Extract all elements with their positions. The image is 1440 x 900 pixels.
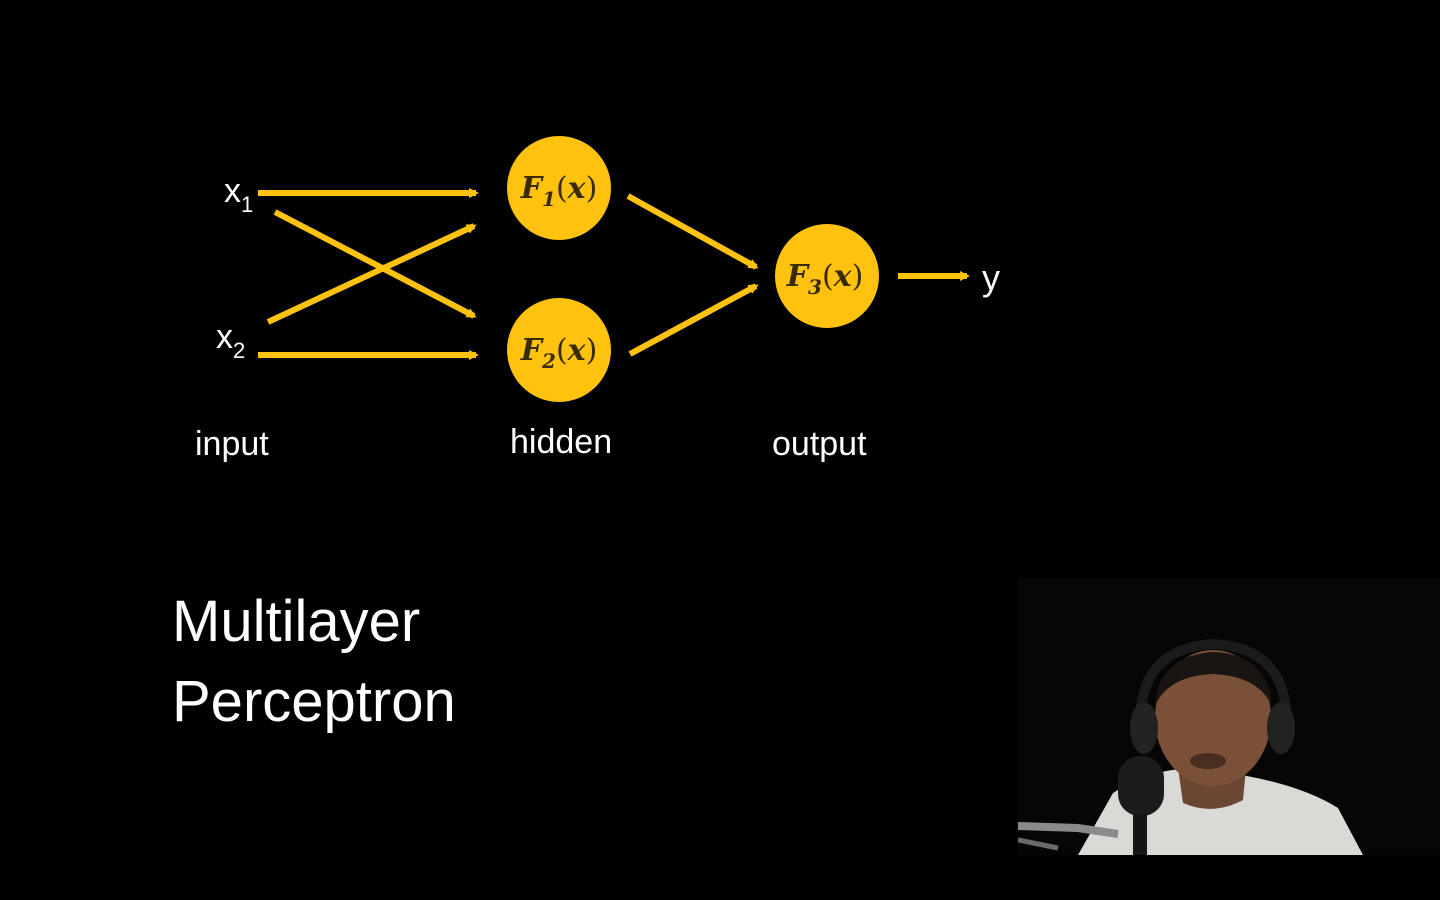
layer-label-output: output [772, 425, 867, 463]
slide-title: Multilayer Perceptron [172, 582, 592, 742]
arrow-x2-to-f1 [266, 223, 477, 325]
input-x1-label: x1 [224, 172, 253, 217]
layer-label-hidden: hidden [510, 423, 612, 461]
title-line-2: Perceptron [172, 669, 456, 734]
arrow-f1-to-f3 [626, 193, 759, 270]
svg-text:F2(x): F2(x) [520, 333, 598, 373]
input-x2-label: x2 [216, 318, 245, 363]
hidden-node-f2: F2(x) [507, 298, 611, 402]
mlp-diagram: x1 x2 F1(x) F2(x) F3(x) y [195, 136, 1000, 463]
arrow-f2-to-f3 [628, 283, 759, 357]
title-line-1: Multilayer [172, 589, 421, 654]
output-node-f3: F3(x) [775, 224, 879, 328]
output-y-label: y [982, 257, 1000, 298]
arrow-x1-to-f2 [273, 209, 477, 319]
layer-label-input: input [195, 425, 269, 463]
svg-text:F3(x): F3(x) [786, 259, 864, 299]
hidden-node-f1: F1(x) [507, 136, 611, 240]
svg-text:F1(x): F1(x) [520, 171, 598, 211]
presenter-webcam-feed-icon [1018, 578, 1440, 855]
presenter-webcam [1018, 578, 1440, 855]
